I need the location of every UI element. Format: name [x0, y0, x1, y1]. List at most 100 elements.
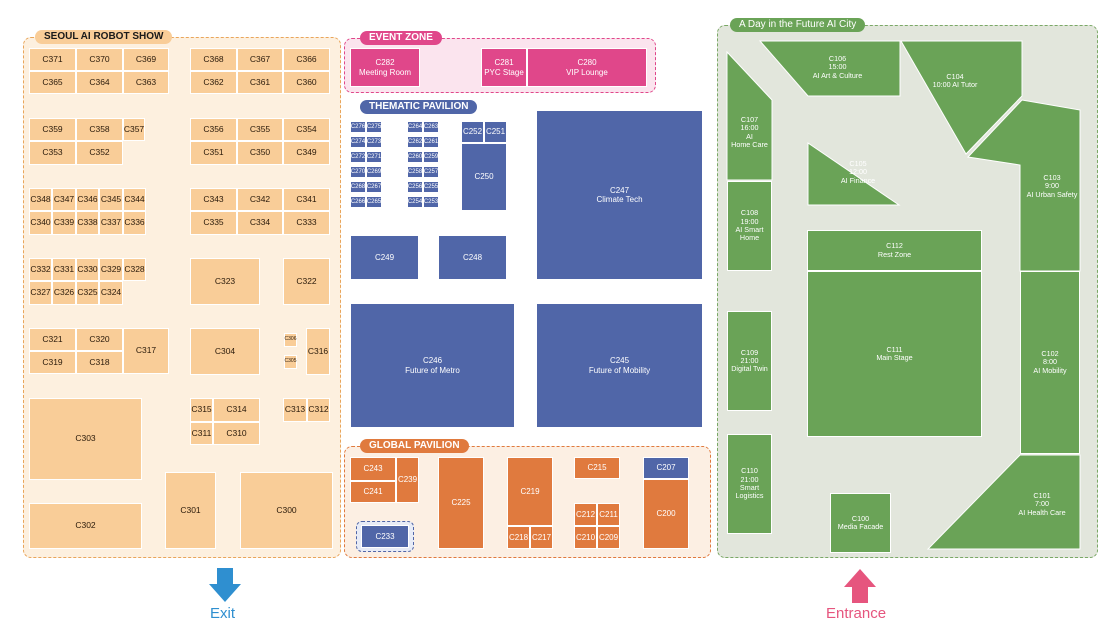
booth-c300[interactable]: C300	[240, 472, 333, 549]
booth-c342[interactable]: C342	[237, 188, 283, 211]
booth-c219[interactable]: C219	[507, 457, 553, 526]
booth-c266[interactable]: C266	[350, 196, 366, 208]
booth-c338[interactable]: C338	[76, 211, 99, 235]
booth-c275[interactable]: C275	[366, 121, 382, 133]
booth-c257[interactable]: C257	[423, 166, 439, 178]
booth-c239[interactable]: C239	[396, 457, 419, 503]
booth-c252[interactable]: C252	[461, 121, 484, 143]
booth-c107-shape[interactable]	[726, 50, 773, 181]
booth-c111[interactable]: C111 Main Stage	[807, 271, 982, 437]
booth-c351[interactable]: C351	[190, 141, 237, 165]
booth-c365[interactable]: C365	[29, 71, 76, 94]
booth-c101-shape[interactable]	[926, 454, 1081, 550]
booth-c335[interactable]: C335	[190, 211, 237, 235]
booth-c274[interactable]: C274	[350, 136, 366, 148]
booth-c353[interactable]: C353	[29, 141, 76, 165]
entrance-label[interactable]: Entrance	[826, 605, 887, 622]
booth-c320[interactable]: C320	[76, 328, 123, 351]
booth-c272[interactable]: C272	[350, 151, 366, 163]
booth-c322[interactable]: C322	[283, 258, 330, 305]
booth-c280[interactable]: C280 VIP Lounge	[527, 48, 647, 87]
booth-c318[interactable]: C318	[76, 351, 123, 374]
booth-c366[interactable]: C366	[283, 48, 330, 71]
booth-c246[interactable]: C246 Future of Metro	[350, 303, 515, 428]
booth-c108[interactable]: C108 19:00 AI Smart Home	[727, 181, 772, 271]
booth-c110[interactable]: C110 21:00 Smart Logistics	[727, 434, 772, 534]
booth-c362[interactable]: C362	[190, 71, 237, 94]
booth-c104[interactable]: C104 10:00 AI Tutor	[920, 72, 990, 90]
booth-c104-shape[interactable]	[900, 40, 1023, 155]
booth-c282[interactable]: C282 Meeting Room	[350, 48, 420, 87]
booth-c106[interactable]: C106 15:00 AI Art & Culture	[800, 54, 875, 80]
booth-c103[interactable]: C103 9:00 AI Urban Safety	[1020, 173, 1084, 199]
booth-c258[interactable]: C258	[407, 166, 423, 178]
booth-c304[interactable]: C304	[190, 328, 260, 375]
booth-c319[interactable]: C319	[29, 351, 76, 374]
booth-c112[interactable]: C112 Rest Zone	[807, 230, 982, 271]
booth-c273[interactable]: C273	[366, 136, 382, 148]
booth-c358[interactable]: C358	[76, 118, 123, 141]
booth-c333[interactable]: C333	[283, 211, 330, 235]
booth-c346[interactable]: C346	[76, 188, 99, 211]
booth-c270[interactable]: C270	[350, 166, 366, 178]
booth-c364[interactable]: C364	[76, 71, 123, 94]
booth-c359[interactable]: C359	[29, 118, 76, 141]
booth-c259[interactable]: C259	[423, 151, 439, 163]
booth-c260[interactable]: C260	[407, 151, 423, 163]
booth-c105[interactable]: C105 12:00 AI Finance	[828, 159, 888, 185]
booth-c200[interactable]: C200	[643, 479, 689, 549]
booth-c105-shape[interactable]	[807, 142, 901, 206]
booth-c370[interactable]: C370	[76, 48, 123, 71]
booth-c106-shape[interactable]	[758, 40, 901, 97]
booth-c264[interactable]: C264	[407, 121, 423, 133]
booth-c218[interactable]: C218	[507, 526, 530, 549]
booth-c269[interactable]: C269	[366, 166, 382, 178]
booth-c356[interactable]: C356	[190, 118, 237, 141]
booth-c100[interactable]: C100 Media Facade	[830, 493, 891, 553]
booth-c249[interactable]: C249	[350, 235, 419, 280]
booth-c243[interactable]: C243	[350, 457, 396, 481]
booth-c331[interactable]: C331	[52, 258, 76, 281]
booth-c247[interactable]: C247 Climate Tech	[536, 110, 703, 280]
booth-c316[interactable]: C316	[306, 328, 330, 375]
booth-c328[interactable]: C328	[123, 258, 146, 281]
booth-c314[interactable]: C314	[213, 398, 260, 422]
booth-c313[interactable]: C313	[283, 398, 307, 422]
booth-c347[interactable]: C347	[52, 188, 76, 211]
booth-c311[interactable]: C311	[190, 422, 213, 445]
booth-c101[interactable]: C101 7:00 AI Health Care	[1010, 491, 1074, 517]
booth-c361[interactable]: C361	[237, 71, 283, 94]
booth-c352[interactable]: C352	[76, 141, 123, 165]
booth-c340[interactable]: C340	[29, 211, 52, 235]
booth-c267[interactable]: C267	[366, 181, 382, 193]
booth-c250[interactable]: C250	[461, 143, 507, 211]
booth-c255[interactable]: C255	[423, 181, 439, 193]
booth-c349[interactable]: C349	[283, 141, 330, 165]
booth-c315[interactable]: C315	[190, 398, 213, 422]
booth-c363[interactable]: C363	[123, 71, 169, 94]
booth-c357[interactable]: C357	[123, 118, 145, 141]
booth-c301[interactable]: C301	[165, 472, 216, 549]
booth-c254[interactable]: C254	[407, 196, 423, 208]
booth-c245[interactable]: C245 Future of Mobility	[536, 303, 703, 428]
booth-c339[interactable]: C339	[52, 211, 76, 235]
booth-c350[interactable]: C350	[237, 141, 283, 165]
booth-c268[interactable]: C268	[350, 181, 366, 193]
booth-c332[interactable]: C332	[29, 258, 52, 281]
booth-c306[interactable]: C306	[284, 333, 297, 347]
booth-c345[interactable]: C345	[99, 188, 123, 211]
booth-c321[interactable]: C321	[29, 328, 76, 351]
booth-c233[interactable]: C233	[361, 525, 409, 548]
booth-c261[interactable]: C261	[423, 136, 439, 148]
booth-c102[interactable]: C102 8:00 AI Mobility	[1020, 271, 1080, 454]
booth-c265[interactable]: C265	[366, 196, 382, 208]
booth-c217[interactable]: C217	[530, 526, 553, 549]
booth-c107[interactable]: C107 16:00 AI Home Care	[727, 115, 772, 149]
booth-c348[interactable]: C348	[29, 188, 52, 211]
booth-c360[interactable]: C360	[283, 71, 330, 94]
booth-c303[interactable]: C303	[29, 398, 142, 480]
booth-c323[interactable]: C323	[190, 258, 260, 305]
booth-c305[interactable]: C305	[284, 355, 297, 369]
booth-c344[interactable]: C344	[123, 188, 146, 211]
booth-c253[interactable]: C253	[423, 196, 439, 208]
